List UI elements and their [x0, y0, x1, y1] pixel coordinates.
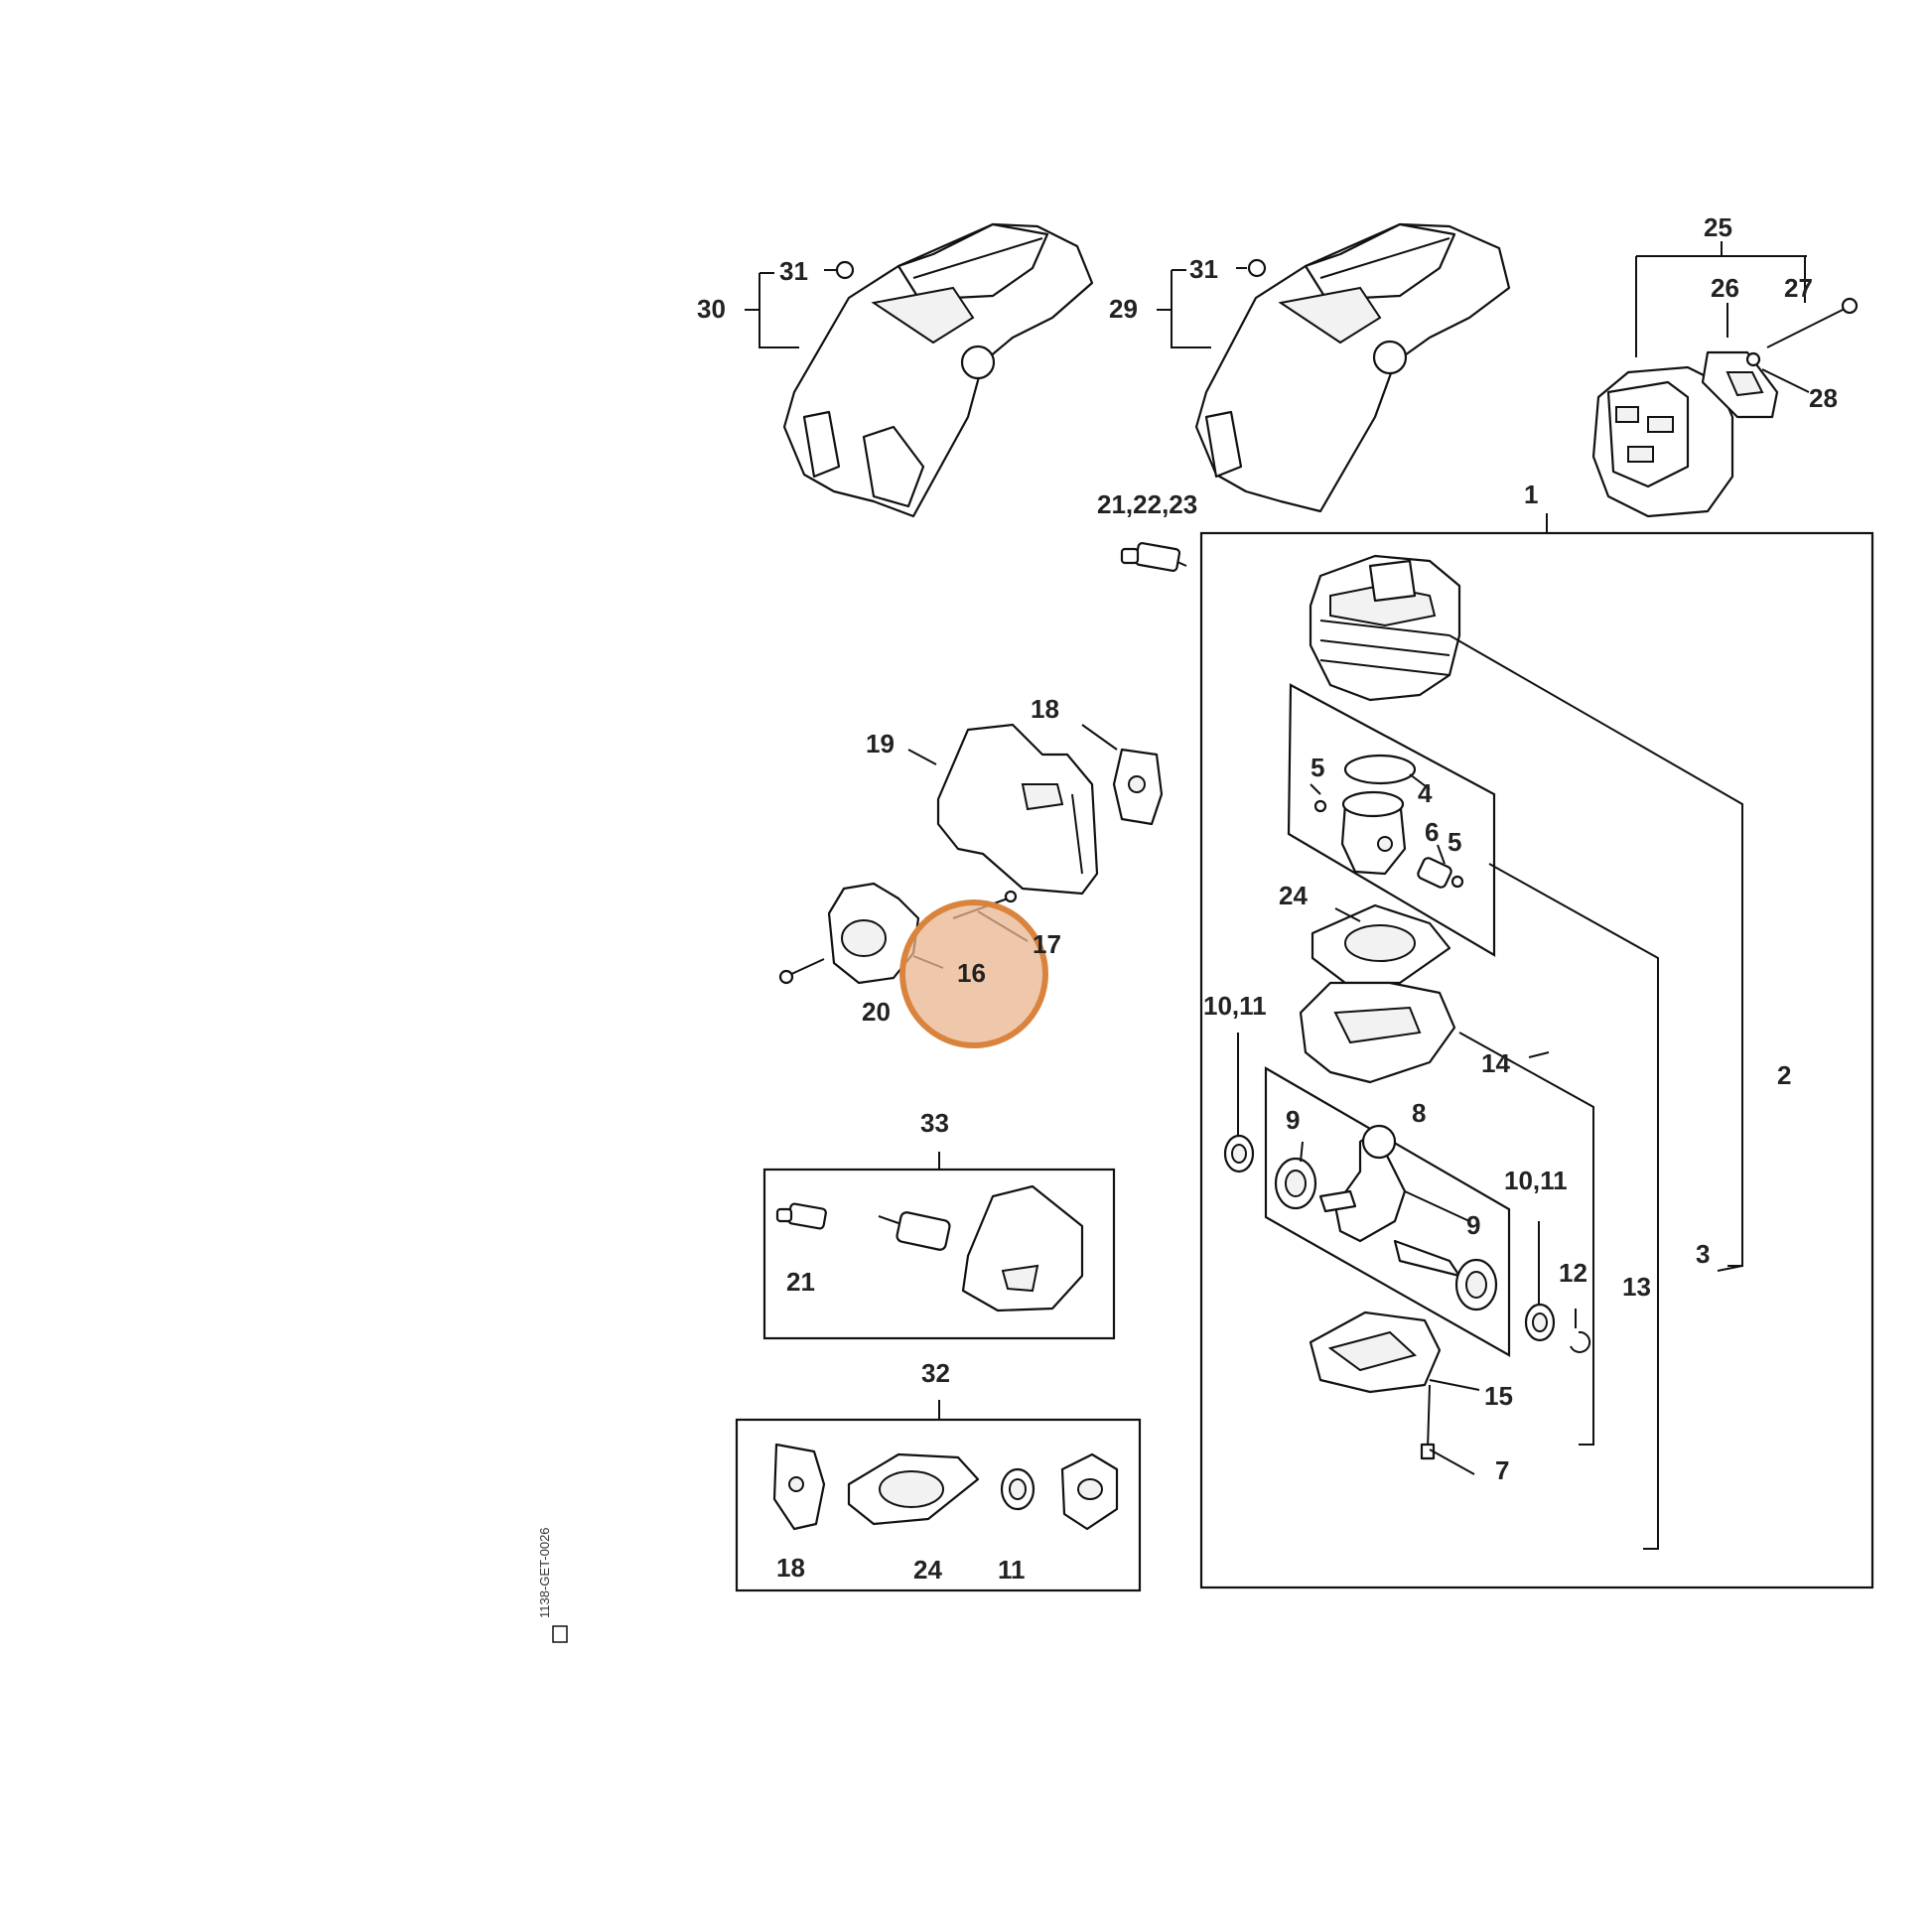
label-1: 1 — [1524, 480, 1538, 509]
intake-manifold-20[interactable] — [827, 882, 920, 985]
gasket-18a[interactable] — [1112, 748, 1164, 826]
bearing-9b[interactable] — [1454, 1258, 1498, 1311]
label-15: 15 — [1484, 1381, 1513, 1411]
muffler-plate-26[interactable] — [1701, 350, 1779, 419]
muffler-25[interactable] — [1591, 365, 1734, 518]
label-32: 32 — [921, 1358, 950, 1388]
washer-28[interactable] — [1745, 351, 1761, 367]
circlip-12[interactable] — [1570, 1330, 1591, 1353]
screw-20[interactable] — [778, 958, 825, 985]
circlip-5a[interactable] — [1313, 799, 1327, 813]
oil-seal-10-11b[interactable] — [1524, 1303, 1556, 1342]
piston-ring-4[interactable] — [1343, 754, 1417, 785]
bearing-9a[interactable] — [1274, 1157, 1317, 1210]
label-20: 20 — [862, 997, 891, 1027]
piston-group-frame — [1287, 683, 1496, 957]
muffler-bolt-27[interactable] — [1766, 297, 1859, 348]
crankshaft-group-frame — [1264, 1066, 1511, 1357]
piston-pin-6[interactable] — [1417, 857, 1452, 890]
crankshaft-8[interactable] — [1318, 1124, 1461, 1278]
label-31a: 31 — [779, 256, 808, 286]
label-13: 13 — [1622, 1272, 1651, 1302]
air-filter-kit[interactable] — [961, 1184, 1084, 1312]
label-28: 28 — [1809, 383, 1838, 413]
label-29: 29 — [1109, 294, 1138, 324]
heat-shield-19[interactable] — [936, 723, 1099, 896]
cylinder-gasket-24[interactable] — [1311, 903, 1451, 985]
label-2: 2 — [1777, 1060, 1791, 1090]
label-24b: 24 — [913, 1555, 942, 1585]
label-11: 11 — [998, 1555, 1026, 1585]
svg-text:1138-GET-0026: 1138-GET-0026 — [537, 1527, 552, 1618]
label-9a: 9 — [1286, 1105, 1300, 1135]
label-6: 6 — [1425, 817, 1439, 847]
label-30: 30 — [697, 294, 726, 324]
label-10-11b: 10,11 — [1504, 1166, 1568, 1195]
fuel-filter-kit[interactable] — [878, 1211, 951, 1251]
label-21: 21 — [786, 1267, 815, 1297]
screw-31a[interactable] — [835, 260, 855, 280]
label-27: 27 — [1784, 273, 1813, 303]
label-26: 26 — [1711, 273, 1739, 303]
label-19: 19 — [866, 729, 895, 759]
label-18b: 18 — [776, 1553, 805, 1583]
label-21-22-23: 21,22,23 — [1097, 489, 1197, 519]
oil-seal-10-11a[interactable] — [1223, 1134, 1255, 1173]
label-33: 33 — [920, 1108, 949, 1138]
drawing-code: 1138-GET-0026 — [537, 1527, 568, 1643]
carb-gasket-kit[interactable] — [1060, 1452, 1119, 1531]
label-24a: 24 — [1279, 881, 1308, 910]
piston-4[interactable] — [1340, 790, 1407, 876]
assembly-box-1 — [1199, 531, 1874, 1589]
label-16: 16 — [957, 958, 986, 988]
cylinder[interactable] — [1309, 554, 1461, 702]
screw-31b[interactable] — [1247, 258, 1267, 278]
label-8: 8 — [1412, 1098, 1426, 1128]
label-25: 25 — [1704, 212, 1732, 242]
label-10-11a: 10,11 — [1203, 991, 1267, 1021]
label-7: 7 — [1495, 1455, 1509, 1485]
label-4: 4 — [1418, 778, 1433, 808]
label-17: 17 — [1033, 929, 1061, 959]
cylinder-gasket-24-kit[interactable] — [847, 1452, 980, 1526]
label-3: 3 — [1696, 1239, 1710, 1269]
oil-seal-11-kit[interactable] — [1000, 1467, 1035, 1511]
shroud-30[interactable] — [782, 222, 1094, 518]
crankcase-15[interactable] — [1309, 1311, 1442, 1394]
spark-plug-21-kit[interactable] — [775, 1202, 827, 1230]
spark-plug-21[interactable] — [1120, 542, 1187, 572]
label-14: 14 — [1481, 1048, 1510, 1078]
gasket-18b[interactable] — [772, 1443, 826, 1531]
label-12: 12 — [1559, 1258, 1587, 1288]
label-5b: 5 — [1448, 827, 1461, 857]
circlip-5b[interactable] — [1450, 875, 1464, 889]
label-18a: 18 — [1031, 694, 1059, 724]
label-5a: 5 — [1311, 753, 1324, 782]
label-9b: 9 — [1466, 1210, 1480, 1240]
highlight-marker[interactable] — [899, 899, 1048, 1048]
shroud-29[interactable] — [1194, 222, 1511, 513]
label-31b: 31 — [1189, 254, 1218, 284]
crankcase-14[interactable] — [1299, 981, 1456, 1084]
bolt-7[interactable] — [1420, 1384, 1436, 1460]
